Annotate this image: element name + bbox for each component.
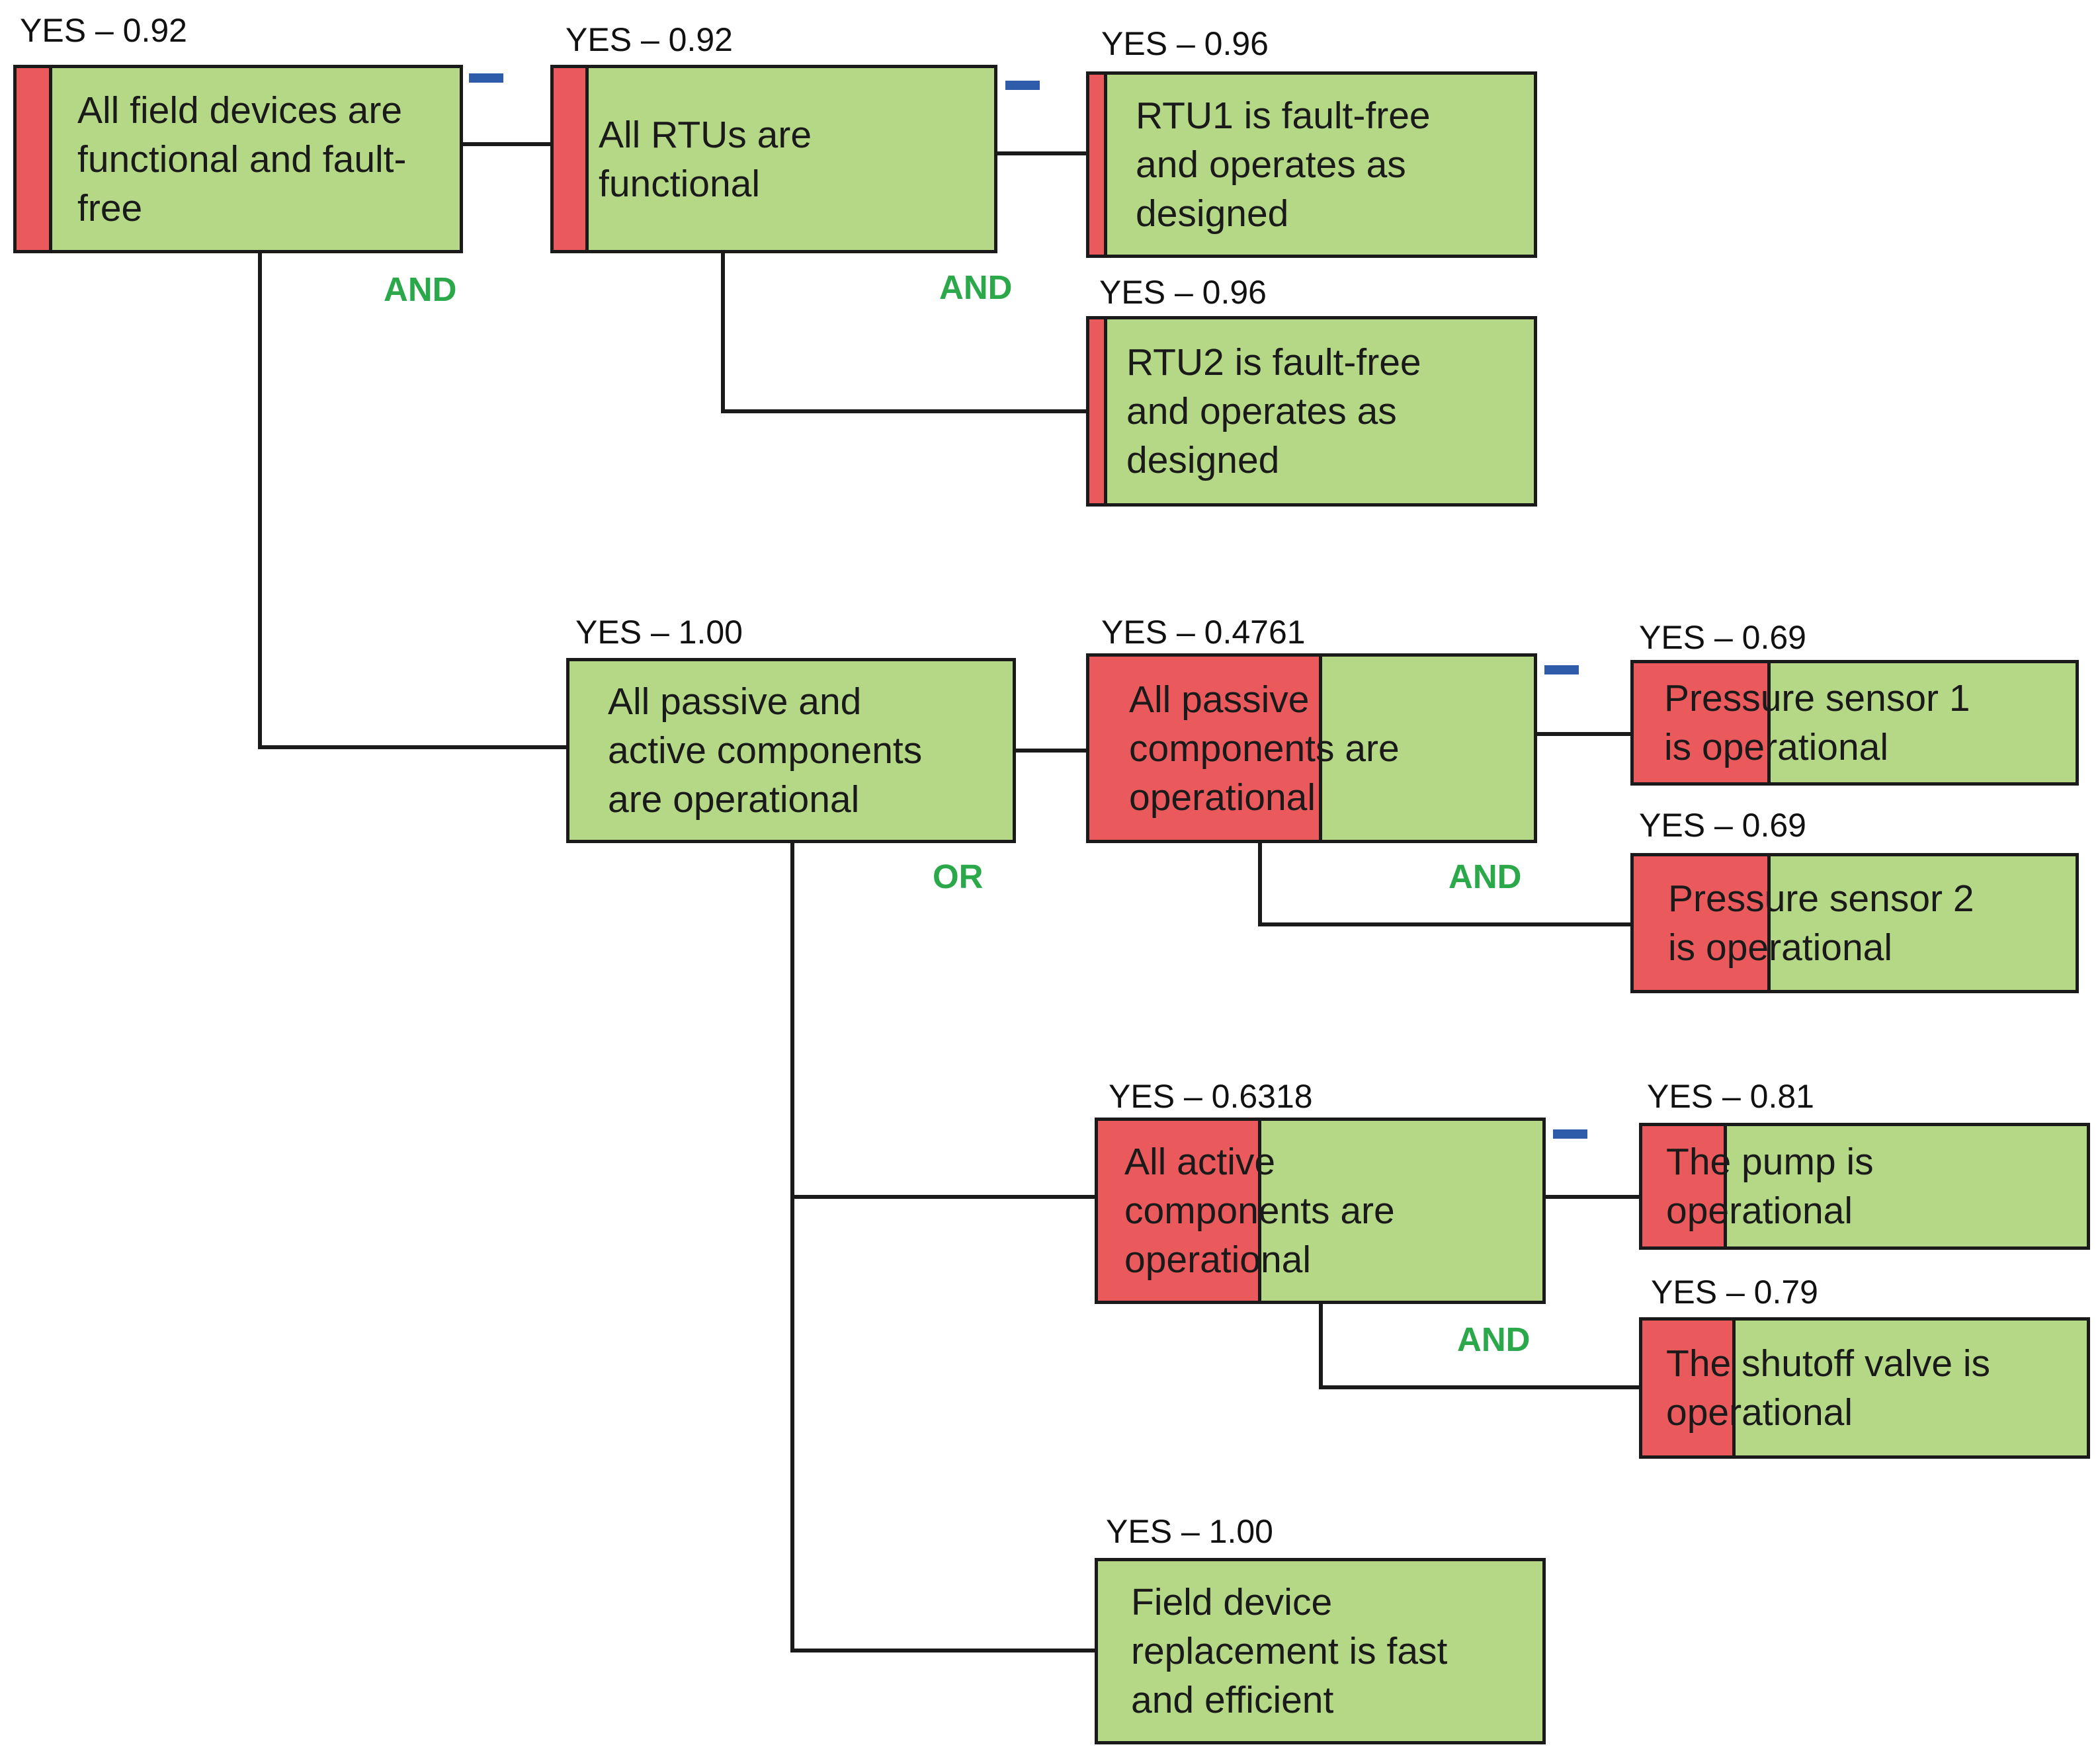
node-text-line: are operational: [608, 778, 860, 821]
collapse-marker[interactable]: [1544, 665, 1579, 674]
probability-label-passive-active: YES – 1.00: [575, 614, 743, 651]
unsatisfied-fill: [1642, 1126, 1727, 1246]
collapse-marker[interactable]: [1005, 81, 1040, 90]
edge-field-devices-to-passive-active: [258, 253, 566, 749]
probability-label-rtus: YES – 0.92: [566, 21, 733, 58]
unsatisfied-fill: [1089, 657, 1323, 840]
gate-label-or: OR: [933, 858, 984, 895]
edge-passive-to-pressure2: [1258, 843, 1630, 926]
node-rtu1[interactable]: RTU1 is fault-free and operates as desig…: [1086, 71, 1537, 258]
edge-active-to-valve: [1319, 1304, 1639, 1389]
gate-label-and: AND: [384, 270, 457, 308]
node-text-line: designed: [1136, 192, 1289, 235]
node-pressure-sensor-1[interactable]: Pressure sensor 1 is operational: [1630, 660, 2079, 786]
node-field-devices[interactable]: All field devices are functional and fau…: [13, 65, 463, 253]
node-all-rtus[interactable]: All RTUs are functional: [550, 65, 997, 253]
node-text-line: operational: [1666, 1190, 1853, 1232]
unsatisfied-fill: [1089, 319, 1107, 503]
unsatisfied-fill: [1098, 1121, 1262, 1301]
node-text-line: is operational: [1668, 926, 1893, 969]
node-text-line: operational: [1129, 776, 1316, 819]
node-text-line: All passive and: [608, 680, 862, 723]
node-text-line: RTU1 is fault-free: [1136, 95, 1431, 137]
node-text-line: operational: [1666, 1391, 1853, 1434]
probability-label-rtu2: YES – 0.96: [1099, 274, 1267, 311]
node-text-line: Field device: [1131, 1581, 1333, 1623]
gate-label-and: AND: [1449, 858, 1522, 895]
edge-rtus-to-rtu2: [721, 253, 1086, 413]
node-pump[interactable]: The pump is operational: [1639, 1123, 2090, 1250]
node-text-line: RTU2 is fault-free: [1126, 341, 1421, 384]
node-text-line: and operates as: [1136, 143, 1406, 186]
node-text-line: All field devices are: [77, 89, 403, 132]
unsatisfied-fill: [1634, 663, 1771, 782]
node-text-line: functional: [599, 162, 761, 205]
node-text-line: designed: [1126, 439, 1280, 481]
gate-label-and: AND: [939, 268, 1013, 306]
probability-label-field-devices: YES – 0.92: [20, 12, 187, 49]
node-text-line: functional and fault-: [77, 138, 407, 181]
node-text-line: All active: [1124, 1141, 1276, 1183]
node-text-line: components are: [1124, 1190, 1395, 1232]
unsatisfied-fill: [554, 68, 589, 250]
node-text-line: operational: [1124, 1239, 1312, 1281]
node-passive-and-active[interactable]: All passive and active components are op…: [566, 658, 1016, 843]
probability-label-active: YES – 0.6318: [1109, 1078, 1313, 1115]
unsatisfied-fill: [1634, 856, 1771, 990]
node-rtu2[interactable]: RTU2 is fault-free and operates as desig…: [1086, 316, 1537, 507]
node-text-line: Pressure sensor 1: [1664, 677, 1970, 719]
probability-label-valve: YES – 0.79: [1651, 1274, 1818, 1311]
node-passive-components[interactable]: All passive components are operational: [1086, 653, 1537, 843]
probability-label-pressure2: YES – 0.69: [1639, 807, 1806, 844]
node-active-components[interactable]: All active components are operational: [1095, 1118, 1546, 1304]
node-text-line: Pressure sensor 2: [1668, 877, 1974, 920]
probability-label-passive: YES – 0.4761: [1101, 614, 1306, 651]
node-text-line: All RTUs are: [599, 113, 812, 156]
node-text-line: All passive: [1129, 678, 1310, 721]
unsatisfied-fill: [1089, 75, 1107, 255]
node-text-line: The shutoff valve is: [1666, 1342, 1991, 1385]
node-text-line: and operates as: [1126, 390, 1397, 432]
probability-label-pump: YES – 0.81: [1647, 1078, 1814, 1115]
node-text-line: free: [77, 186, 143, 229]
collapse-marker[interactable]: [469, 73, 503, 83]
unsatisfied-fill: [17, 68, 52, 250]
probability-label-replacement: YES – 1.00: [1106, 1513, 1273, 1550]
node-text-line: is operational: [1664, 726, 1889, 768]
node-pressure-sensor-2[interactable]: Pressure sensor 2 is operational: [1630, 853, 2079, 993]
node-text-line: The pump is: [1666, 1141, 1874, 1183]
node-text-line: and efficient: [1131, 1679, 1334, 1721]
gate-label-and: AND: [1457, 1321, 1531, 1358]
node-shutoff-valve[interactable]: The shutoff valve is operational: [1639, 1317, 2090, 1459]
node-text-line: replacement is fast: [1131, 1630, 1448, 1672]
probability-label-rtu1: YES – 0.96: [1101, 25, 1269, 62]
edge-passive-active-to-active: [790, 843, 1095, 1652]
node-text-line: components are: [1129, 727, 1400, 770]
collapse-marker[interactable]: [1553, 1129, 1587, 1139]
unsatisfied-fill: [1642, 1321, 1736, 1455]
node-field-device-replacement[interactable]: Field device replacement is fast and eff…: [1095, 1558, 1546, 1744]
probability-label-pressure1: YES – 0.69: [1639, 619, 1806, 656]
node-text-line: active components: [608, 729, 923, 772]
